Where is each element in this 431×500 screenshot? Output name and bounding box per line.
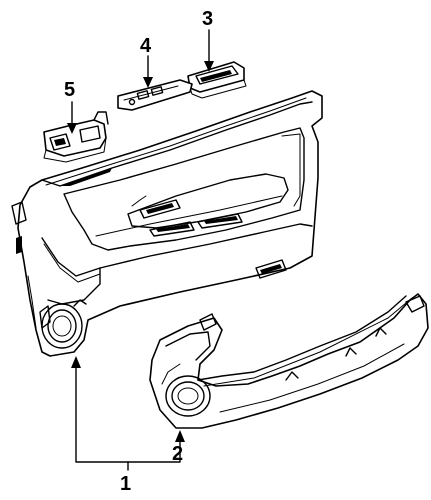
part-2-lower-trim-panel <box>149 293 429 429</box>
switch-openings <box>149 213 243 237</box>
arrow-head-3 <box>204 61 214 72</box>
lower-panel-outline <box>149 293 429 429</box>
part-5-lock-switch-bracket <box>43 111 109 163</box>
door-handle <box>131 195 181 219</box>
callout-2: 2 <box>172 443 183 465</box>
callout-1: 1 <box>120 473 131 495</box>
part-3-switch-bezel <box>187 61 247 99</box>
leader-lines <box>67 29 214 471</box>
part-4-window-switch <box>117 79 193 111</box>
panel-speaker <box>41 299 87 349</box>
arrow-head-5 <box>67 123 77 134</box>
arrow-head-4 <box>143 77 153 88</box>
upper-inset-panel <box>63 127 305 251</box>
arrow-head-1 <box>71 356 81 368</box>
callout-4: 4 <box>140 35 152 57</box>
lower-panel-speaker <box>161 331 211 417</box>
arrow-head-2 <box>175 430 185 442</box>
pull-pocket <box>255 259 287 279</box>
part-1-door-trim-panel <box>11 90 323 357</box>
callout-labels: 1 2 3 4 5 <box>64 8 213 495</box>
callout-5: 5 <box>64 79 75 101</box>
callout-3: 3 <box>202 8 213 30</box>
